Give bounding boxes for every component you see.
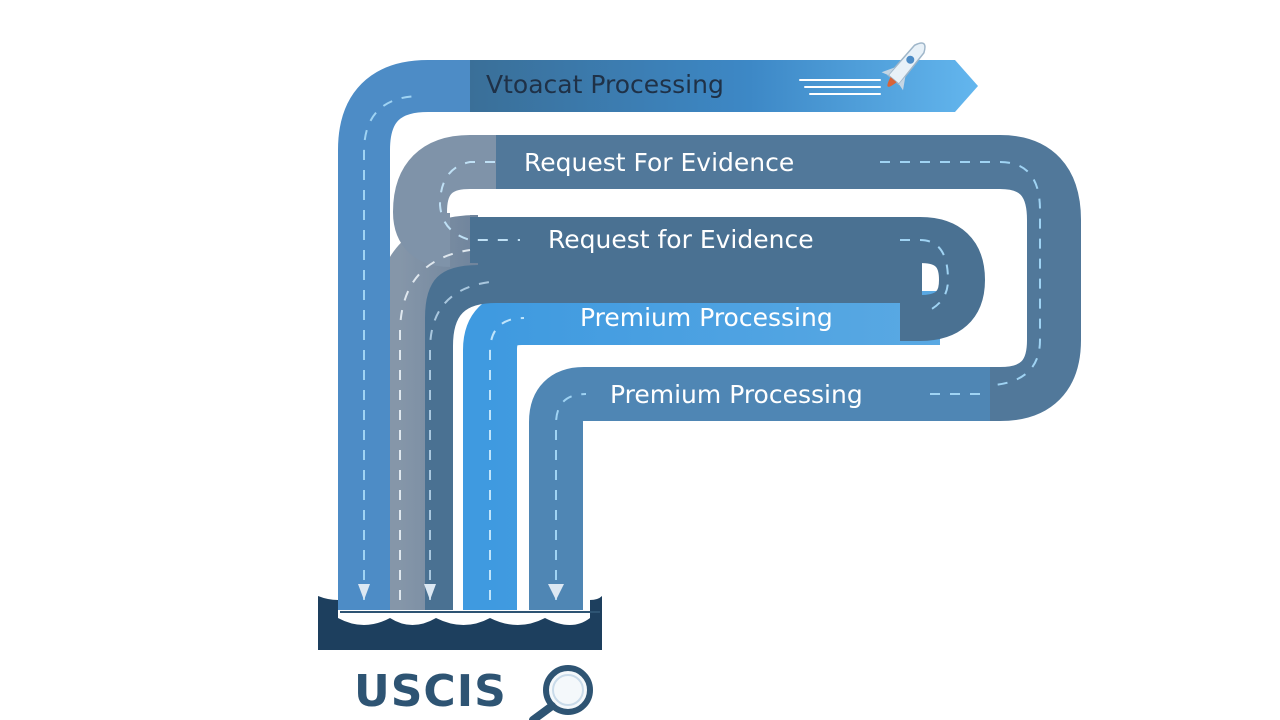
- lane-dash: [399, 249, 471, 600]
- lane-track: [392, 135, 496, 267]
- magnifier-icon: [529, 665, 593, 720]
- lane-label: Vtoacat Processing: [486, 70, 724, 99]
- lane-dash: [489, 317, 525, 600]
- lane-label: Request For Evidence: [524, 148, 794, 177]
- arrow-head: [470, 60, 978, 112]
- lane-dash: [363, 95, 419, 600]
- lane-request-for-evidence-lower: [407, 257, 922, 610]
- lane-dash: [438, 161, 520, 241]
- lane-track: [496, 135, 1081, 421]
- rocket-icon: [881, 42, 926, 91]
- brand: USCIS: [354, 665, 593, 720]
- lane-label: Premium Processing: [580, 303, 833, 332]
- lane-track: [407, 257, 922, 610]
- brand-name: USCIS: [354, 666, 507, 717]
- lane-dash: [900, 239, 950, 311]
- lane-track: [338, 60, 950, 610]
- lane-request-for-evidence-upper: Request For Evidence Request for Evidenc…: [375, 135, 1081, 610]
- lane-end-arrows: [358, 584, 564, 600]
- base-tray: [318, 596, 602, 650]
- lane-premium-processing-lower: Premium Processing: [529, 367, 990, 610]
- lane-track: [529, 367, 990, 610]
- lane-dash: [880, 161, 1041, 386]
- lane-track: [470, 217, 986, 341]
- speed-lines: [799, 79, 881, 95]
- lane-premium-processing-upper: Premium Processing: [463, 291, 940, 610]
- lane-label: Premium Processing: [610, 380, 863, 409]
- lane-top-processing: Vtoacat Processing: [338, 60, 978, 610]
- lane-label: Request for Evidence: [548, 225, 814, 254]
